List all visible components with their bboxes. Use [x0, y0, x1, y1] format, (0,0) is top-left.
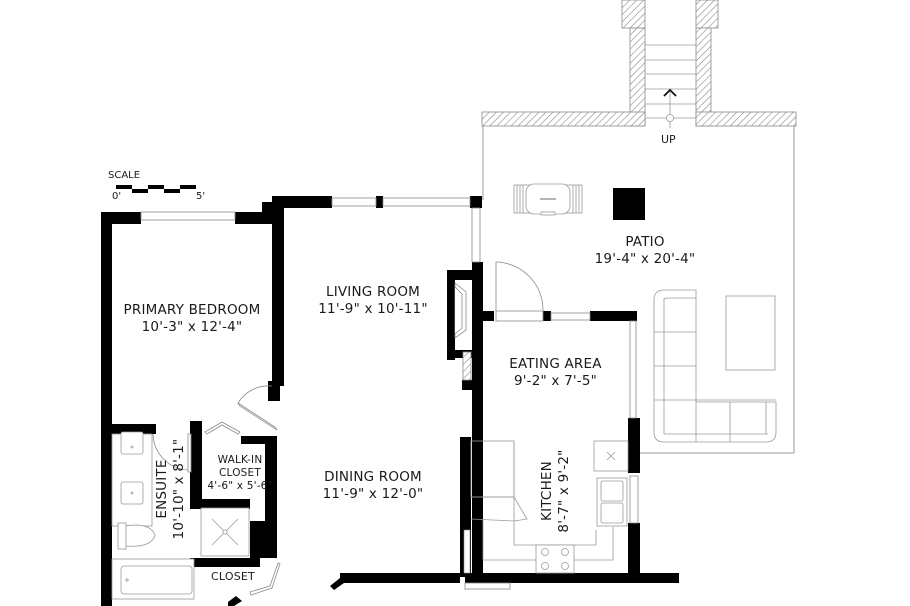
room-dims: 4'-6" x 5'-6" [207, 480, 273, 492]
scale-title: SCALE [108, 170, 141, 181]
fireplace [454, 282, 472, 381]
room-name: PRIMARY BEDROOM [123, 302, 261, 318]
room-name: PATIO [625, 234, 665, 250]
room-dims: 19'-4" x 20'-4" [594, 251, 696, 267]
room-kitchen: KITCHEN 8'-7" x 9'-2" [539, 431, 573, 551]
room-eating-area: EATING AREA 9'-2" x 7'-5" [483, 356, 628, 390]
room-ensuite: ENSUITE 10'-10" x 8'-1" [154, 424, 188, 554]
room-name: DINING ROOM [324, 469, 422, 485]
stairs-up-label: UP [661, 133, 676, 146]
room-name-line1: WALK-IN [217, 454, 263, 466]
room-name-line2: CLOSET [219, 467, 261, 479]
room-walk-in-closet: WALK-IN CLOSET 4'-6" x 5'-6" [202, 454, 278, 493]
patio-outline [482, 126, 795, 454]
room-dims: 11'-9" x 12'-0" [322, 486, 424, 502]
patio-block [613, 188, 645, 220]
room-dims: 10'-3" x 12'-4" [141, 319, 243, 335]
room-closet: CLOSET [202, 570, 264, 583]
windows [140, 197, 639, 574]
room-dims: 9'-2" x 7'-5" [513, 373, 598, 389]
room-dims: 8'-7" x 9'-2" [556, 449, 572, 533]
patio-coffee-table [725, 295, 776, 371]
ensuite-fixtures [111, 431, 250, 600]
room-dining-room: DINING ROOM 11'-9" x 12'-0" [298, 469, 448, 503]
room-dims: 10'-10" x 8'-1" [171, 438, 187, 540]
kitchen-fixtures [470, 440, 629, 574]
scale-end-label: 5' [196, 191, 206, 202]
stair-treads [645, 44, 696, 128]
room-name: ENSUITE [154, 459, 170, 519]
room-name: LIVING ROOM [325, 284, 421, 300]
walls [101, 196, 679, 606]
patio-sectional-sofa [653, 289, 777, 443]
room-name: CLOSET [211, 570, 255, 583]
scale-bar [116, 185, 196, 193]
room-primary-bedroom: PRIMARY BEDROOM 10'-3" x 12'-4" [112, 302, 272, 336]
stair-walls [481, 0, 797, 127]
room-name: KITCHEN [539, 461, 555, 521]
patio-bench [513, 183, 583, 216]
room-name: EATING AREA [509, 356, 602, 372]
room-living-room: LIVING ROOM 11'-9" x 10'-11" [298, 284, 448, 318]
stair-up-arrow-icon [663, 88, 677, 97]
doors [152, 261, 544, 596]
room-dims: 11'-9" x 10'-11" [318, 301, 428, 317]
scale-start-label: 0' [112, 191, 122, 202]
room-patio: PATIO 19'-4" x 20'-4" [570, 234, 720, 268]
